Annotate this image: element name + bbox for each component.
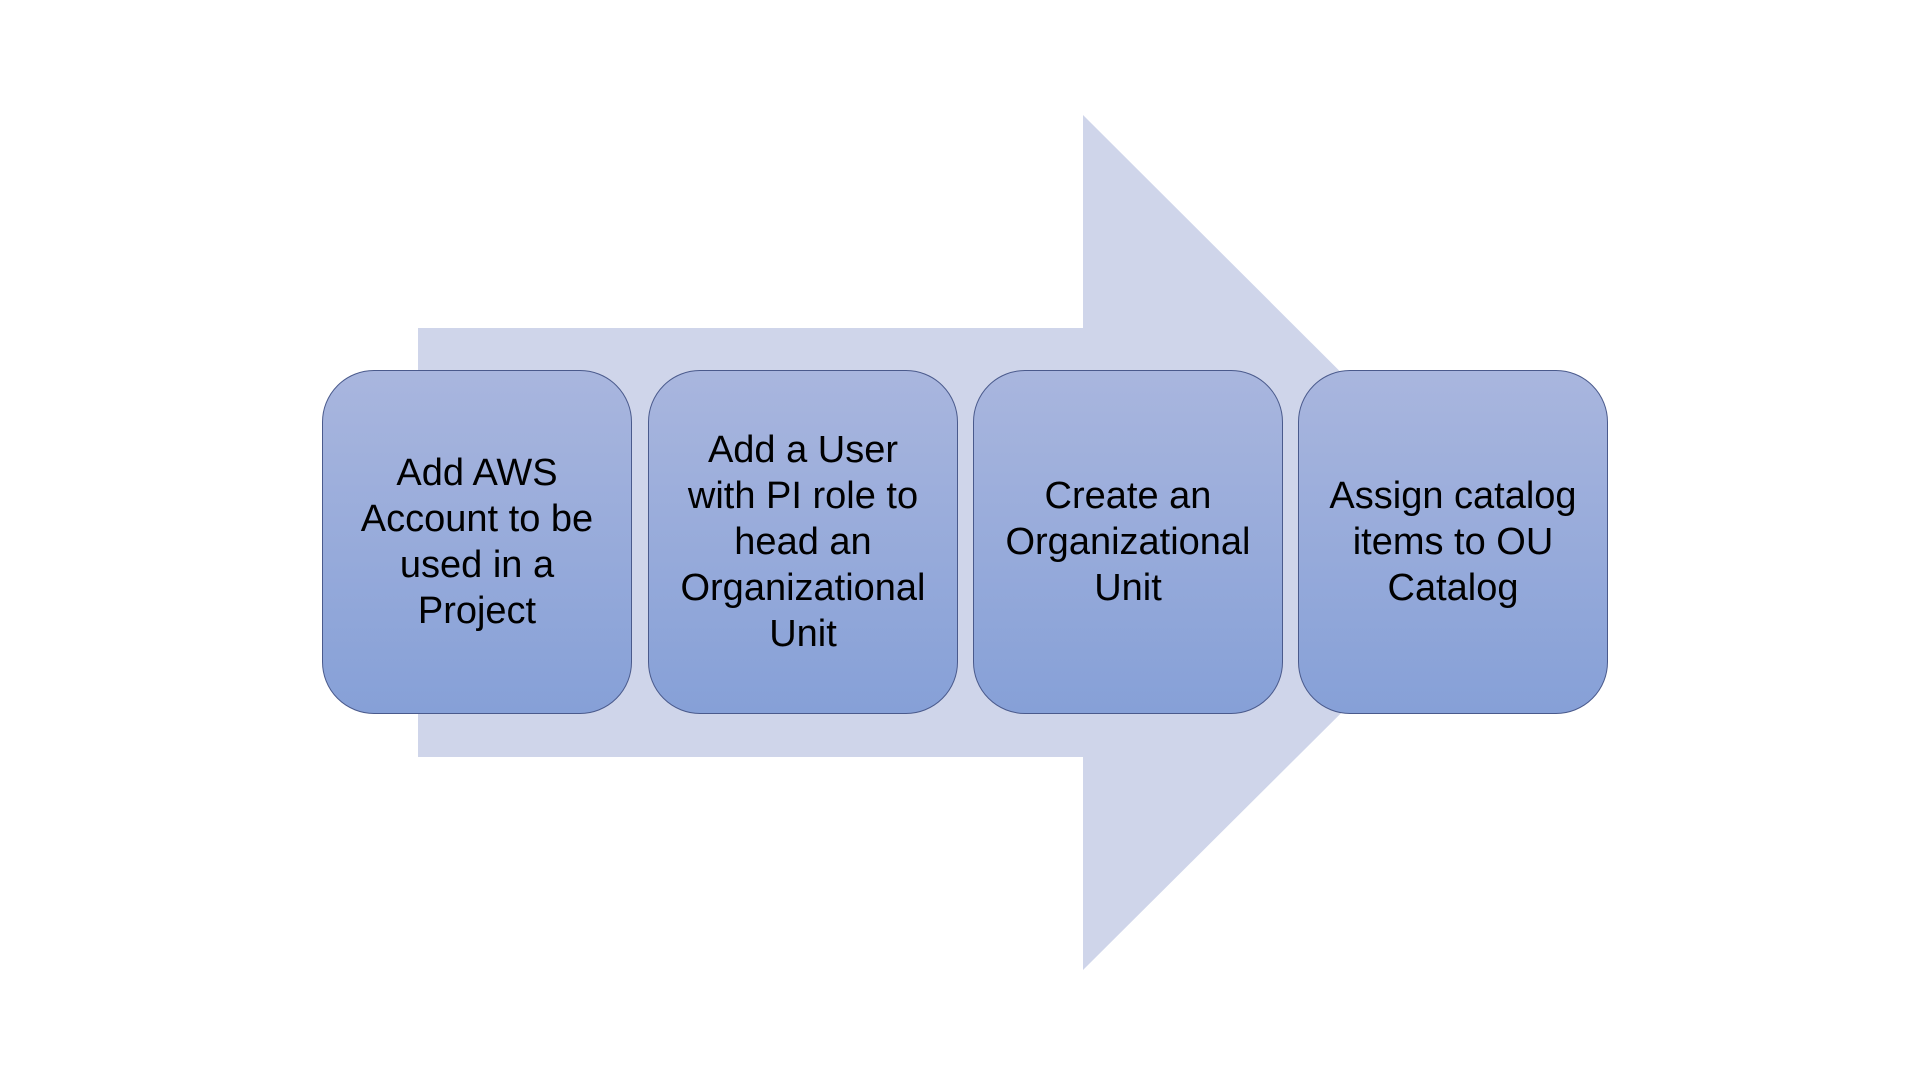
- step-box-assign-catalog: Assign catalog items to OU Catalog: [1298, 370, 1608, 714]
- arrow-shape: [418, 115, 1512, 970]
- step-label: Assign catalog items to OU Catalog: [1329, 475, 1577, 609]
- step-label: Add a User with PI role to head an Organ…: [680, 429, 926, 655]
- step-label: Create an Organizational Unit: [1005, 475, 1251, 609]
- step-box-add-pi-user: Add a User with PI role to head an Organ…: [648, 370, 958, 714]
- step-label: Add AWS Account to be used in a Project: [360, 452, 594, 632]
- step-box-add-aws-account: Add AWS Account to be used in a Project: [322, 370, 632, 714]
- step-box-create-ou: Create an Organizational Unit: [973, 370, 1283, 714]
